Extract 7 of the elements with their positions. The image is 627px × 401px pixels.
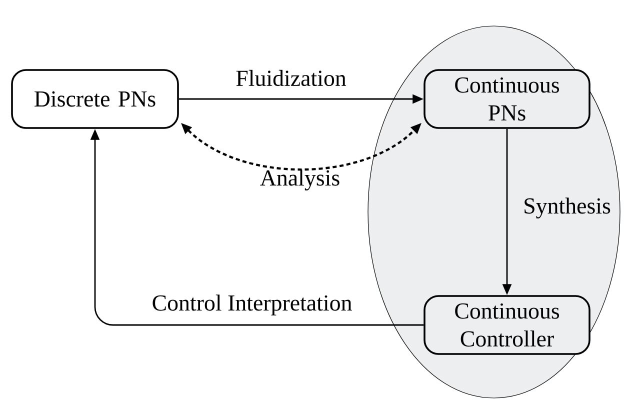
- edge-label: Fluidization: [236, 70, 346, 86]
- edge-label: Synthesis: [524, 198, 610, 218]
- rounded-box: Continuous PNs: [424, 69, 590, 129]
- rounded-box: Discrete PNs: [11, 69, 179, 129]
- rounded-box: Continuous Controller: [424, 295, 590, 355]
- edge-label: Analysis: [260, 170, 340, 190]
- edge-label: Control Interpretation: [152, 294, 352, 316]
